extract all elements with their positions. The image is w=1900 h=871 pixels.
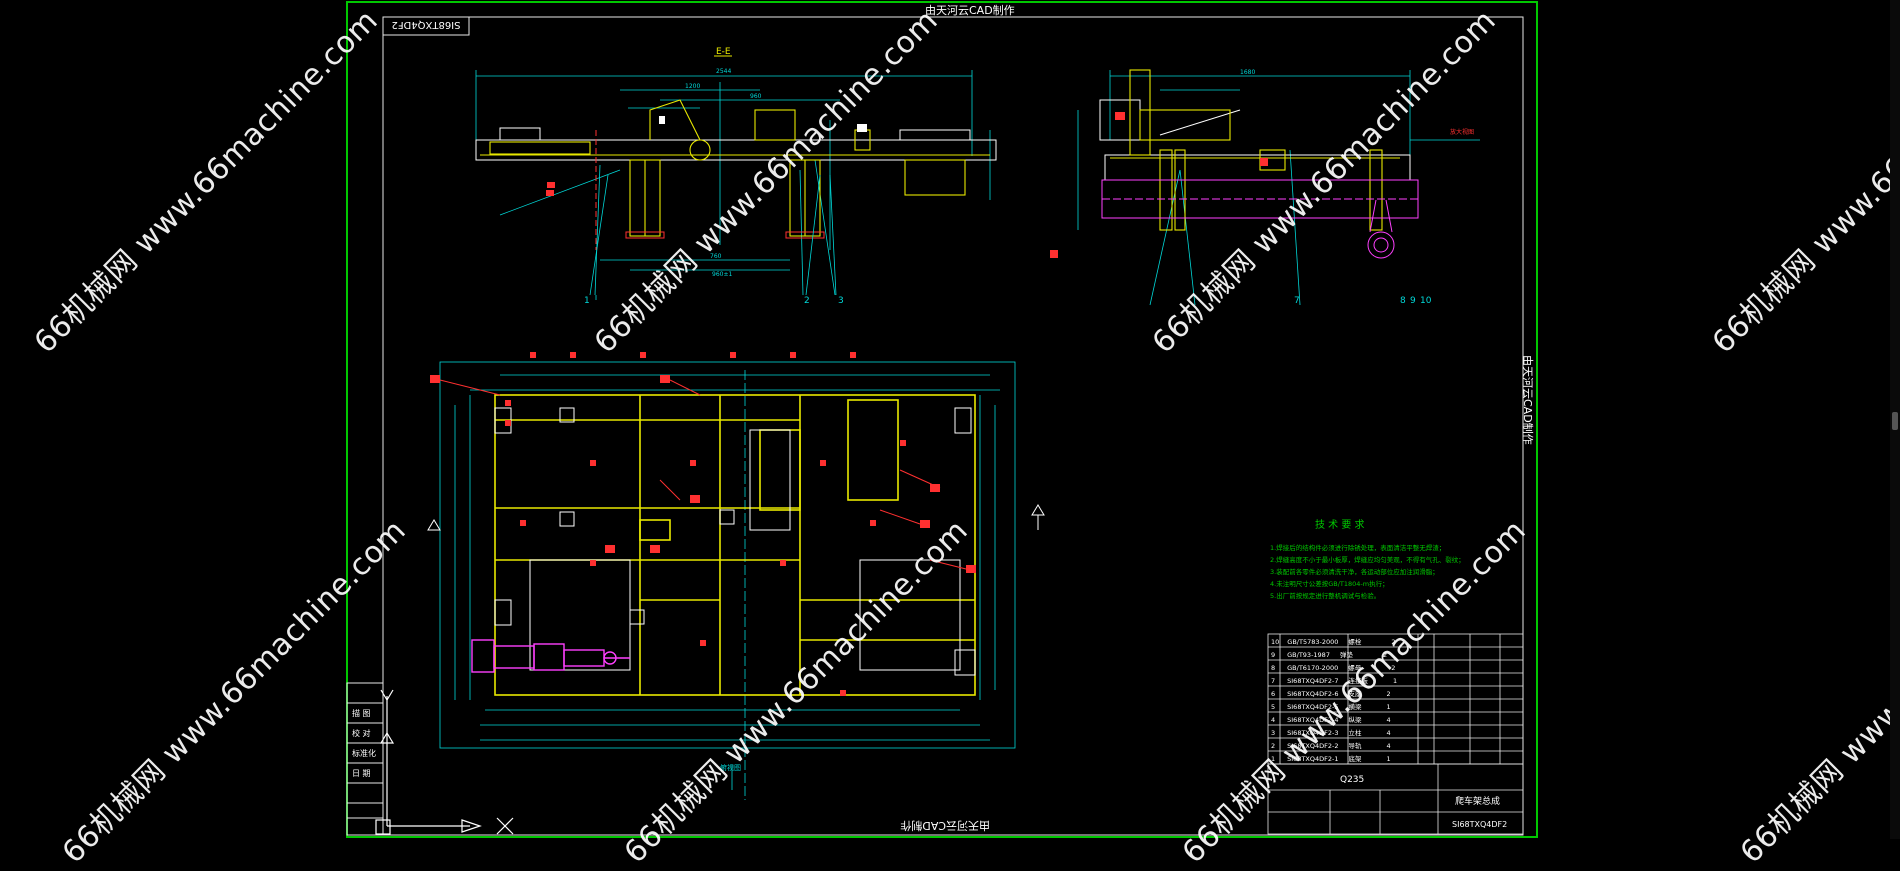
callout-2: 2 xyxy=(804,296,810,306)
title-right: 由天河云CAD制作 xyxy=(1521,355,1535,445)
front-view: E-E 2544 1200 960 760 960±1 xyxy=(475,47,997,306)
corner-drawing-no: SI68TXQ4DF2 xyxy=(391,19,460,30)
note-heading: 技 术 要 求 xyxy=(1315,518,1365,531)
section-label: E-E xyxy=(716,47,731,57)
scrollbar-thumb[interactable] xyxy=(1892,412,1898,430)
callout-8: 8 xyxy=(1400,296,1406,306)
note-5: 5.出厂前按规定进行整机调试与检验。 xyxy=(1270,591,1380,600)
side-label-4: 日 期 xyxy=(352,769,371,778)
side-label-1: 描 图 xyxy=(352,708,371,718)
svg-text:俯视图: 俯视图 xyxy=(720,763,741,772)
side-label-2: 校 对 xyxy=(352,728,371,738)
note-1: 1.焊接后的结构件必须进行除锈处理，表面清洁平整无焊渣； xyxy=(1270,543,1445,552)
note-2: 2.焊缝高度不小于最小板厚，焊缝应均匀美观，不得有气孔、裂纹； xyxy=(1270,555,1465,564)
title-top: 由天河云CAD制作 xyxy=(925,3,1015,17)
side-view: 1680 放大视图 7 8 xyxy=(1050,69,1480,306)
cad-drawing: 由天河云CAD制作 SI68TXQ4DF2 由天河云CAD制作 由天河云CAD制… xyxy=(346,1,1538,838)
svg-text:960±1: 960±1 xyxy=(712,271,732,278)
side-label-strip xyxy=(346,682,384,836)
note-4: 4.未注明尺寸公差按GB/T1804-m执行； xyxy=(1270,579,1389,588)
tech-notes: 技 术 要 求 1.焊接后的结构件必须进行除锈处理，表面清洁平整无焊渣； 2.焊… xyxy=(1270,518,1465,600)
callout-9: 9 xyxy=(1410,296,1416,306)
title-block xyxy=(1267,763,1524,835)
svg-text:放大视图: 放大视图 xyxy=(1450,128,1474,136)
svg-text:960: 960 xyxy=(750,93,762,100)
bom-table xyxy=(1267,633,1524,765)
ucs-icon xyxy=(375,689,514,835)
callout-7: 7 xyxy=(1294,296,1300,306)
callout-10: 10 xyxy=(1420,296,1432,306)
title-block-drawing-no: SI68TXQ4DF2 xyxy=(1452,820,1507,829)
outer-frame xyxy=(346,1,1538,838)
title-block-part-name: 爬车架总成 xyxy=(1455,795,1500,807)
title-block-material: Q235 xyxy=(1340,775,1364,785)
title-bottom: 由天河云CAD制作 xyxy=(900,819,990,833)
svg-text:2544: 2544 xyxy=(716,68,731,75)
svg-text:1200: 1200 xyxy=(685,83,700,90)
inner-frame xyxy=(382,16,1524,836)
callout-3: 3 xyxy=(838,296,844,306)
plan-view: 俯视图 xyxy=(427,352,1045,800)
callout-1: 1 xyxy=(584,296,590,306)
side-label-3: 标准化 xyxy=(352,748,376,758)
note-3: 3.装配前各零件必须清洗干净，各运动部位应加注润滑脂； xyxy=(1270,567,1439,576)
svg-text:760: 760 xyxy=(710,253,722,260)
svg-text:1680: 1680 xyxy=(1240,69,1255,76)
vertical-scrollbar[interactable] xyxy=(1890,0,1900,839)
